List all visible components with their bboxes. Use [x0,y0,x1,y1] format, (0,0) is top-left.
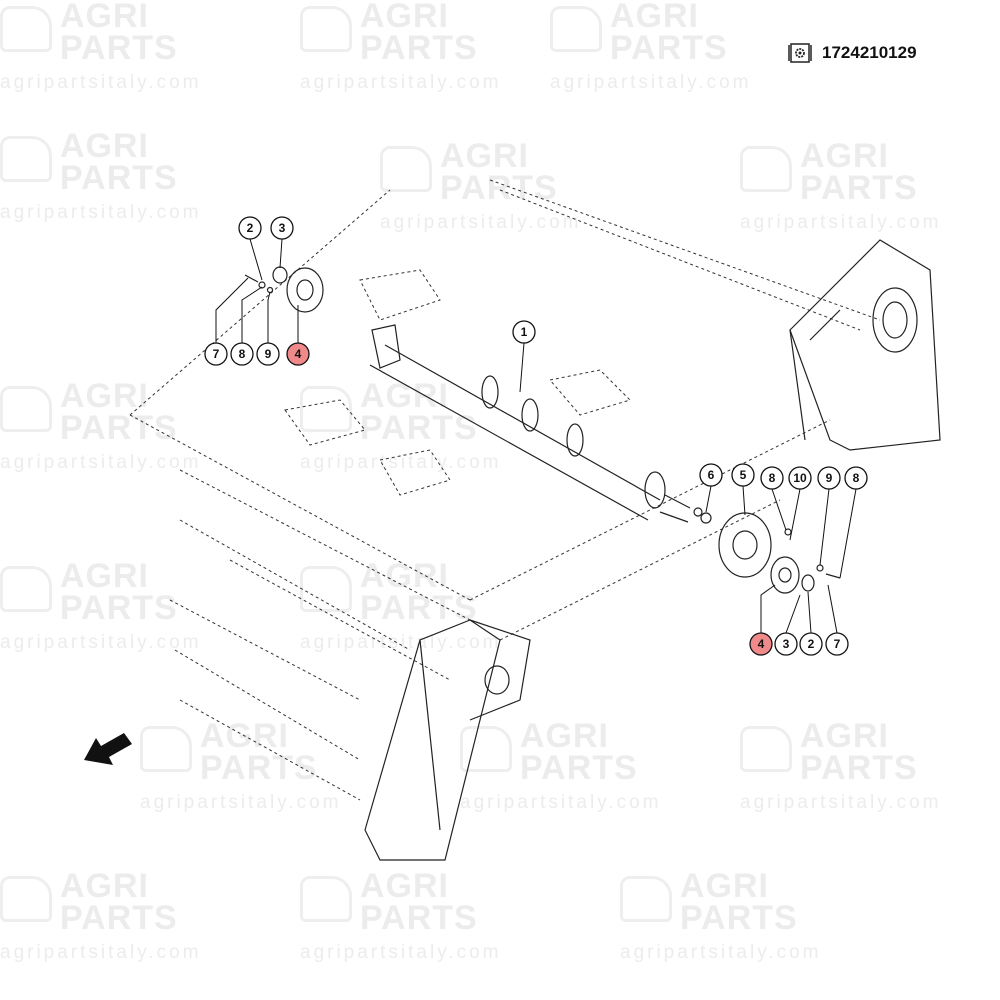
callout-label: 2 [247,221,254,235]
callout-1[interactable]: 1 [512,320,536,344]
callout-label: 6 [708,468,715,482]
callout-circle [817,466,841,490]
callout-label: 3 [279,221,286,235]
bearing-right [693,507,841,594]
direction-arrow-icon [84,733,132,765]
callout-circle [844,466,868,490]
part-number: 1724210129 [822,43,917,62]
callout-circle [270,216,294,240]
callout-circle [774,632,798,656]
callout-circle [799,632,823,656]
part-header: 1724210129 [788,42,917,64]
callout-3[interactable]: 3 [270,216,294,240]
callout-circle [749,632,773,656]
callout-9[interactable]: 9 [817,466,841,490]
callout-10[interactable]: 10 [788,466,812,490]
callout-6[interactable]: 6 [699,463,723,487]
callout-circle [238,216,262,240]
catalog-gear-icon [788,43,812,63]
callout-2[interactable]: 2 [238,216,262,240]
callout-label: 2 [808,637,815,651]
callout-label: 8 [853,471,860,485]
callout-8[interactable]: 8 [844,466,868,490]
callout-7[interactable]: 7 [825,632,849,656]
callout-5[interactable]: 5 [731,463,755,487]
header-frame [129,179,881,801]
callout-circle [699,463,723,487]
callout-circle [230,342,254,366]
bearing-left [244,266,324,313]
callout-circle [512,320,536,344]
callout-4[interactable]: 4 [286,342,310,366]
callout-label: 1 [521,325,528,339]
callout-label: 7 [834,637,841,651]
callout-3[interactable]: 3 [774,632,798,656]
callout-label: 3 [783,637,790,651]
callout-4[interactable]: 4 [749,632,773,656]
callout-group: 2 3 7 8 9 4 1 6 5 8 10 9 8 4 3 2 7 [204,216,868,656]
callout-9[interactable]: 9 [256,342,280,366]
callout-circle [204,342,228,366]
roller-shaft [369,324,691,523]
callout-8[interactable]: 8 [760,466,784,490]
callout-label: 8 [239,347,246,361]
callout-label: 8 [769,471,776,485]
callout-label: 9 [265,347,272,361]
callout-7[interactable]: 7 [204,342,228,366]
callout-circle [788,466,812,490]
callout-label: 7 [213,347,220,361]
callout-circle [825,632,849,656]
callout-label: 4 [295,347,302,361]
callout-circle [286,342,310,366]
callout-2[interactable]: 2 [799,632,823,656]
callout-label: 4 [758,637,765,651]
callout-8[interactable]: 8 [230,342,254,366]
callout-circle [760,466,784,490]
callout-circle [731,463,755,487]
support-leg [364,619,531,861]
callout-label: 10 [793,471,807,485]
callout-label: 9 [826,471,833,485]
side-plate [789,239,941,451]
callout-circle [256,342,280,366]
callout-label: 5 [740,468,747,482]
leader-lines [215,238,857,634]
